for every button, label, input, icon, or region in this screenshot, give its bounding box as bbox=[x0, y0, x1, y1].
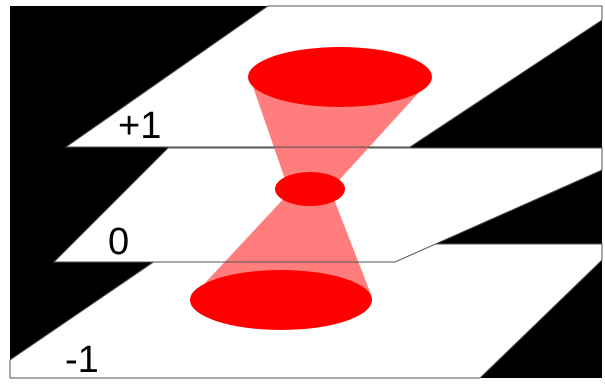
waist-ellipse bbox=[275, 172, 345, 206]
label-plus-one: +1 bbox=[118, 105, 161, 147]
label-minus-one: -1 bbox=[65, 339, 99, 381]
bottom-ellipse bbox=[190, 270, 372, 330]
top-ellipse bbox=[248, 47, 432, 107]
background-corner bbox=[432, 0, 602, 6]
label-zero: 0 bbox=[108, 221, 129, 263]
